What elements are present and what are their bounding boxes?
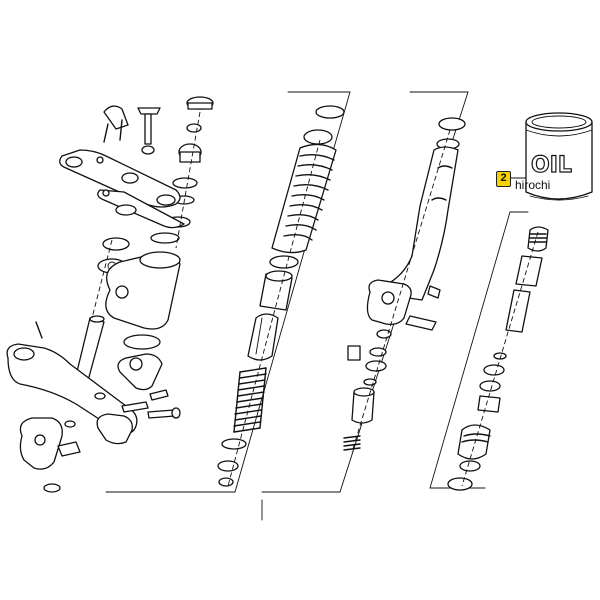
- seal-ring: [123, 334, 161, 350]
- t-bolt-nut: [141, 145, 155, 155]
- bottom-valve: [457, 424, 491, 460]
- lower-triple-clamp: [6, 343, 138, 434]
- callout-number-badge: 2: [496, 171, 511, 187]
- callout-brand-label: hirochi: [515, 178, 551, 192]
- lower-plate: [97, 189, 185, 229]
- plate-washer: [115, 204, 137, 216]
- small-spring: [343, 435, 361, 451]
- rod-nut: [483, 364, 505, 376]
- boot-top-ring: [303, 129, 333, 145]
- bolt-b-head: [171, 407, 181, 419]
- drain-bolt: [347, 345, 361, 361]
- cap-nut-side: [187, 102, 213, 110]
- clamp-hole-left: [65, 156, 83, 168]
- valve-washer: [459, 460, 481, 472]
- upper-triple-clamp: [59, 149, 181, 208]
- lock-bore: [129, 357, 143, 371]
- piston-top: [353, 387, 375, 397]
- bushing-top: [265, 270, 293, 282]
- oring: [369, 347, 387, 357]
- rivet: [96, 156, 104, 164]
- bearing-ring: [172, 177, 198, 189]
- steering-head: [105, 252, 181, 330]
- boot-clamp: [269, 255, 299, 269]
- bearing-cup: [150, 232, 180, 244]
- fork-slider-body: [381, 146, 459, 301]
- oil-can-seam: [525, 129, 593, 137]
- stem-tube-top: [89, 315, 105, 323]
- circlip: [315, 105, 345, 119]
- nut-bottom: [218, 477, 234, 487]
- pin: [35, 321, 43, 339]
- washer: [186, 123, 202, 133]
- axis-line-1: [175, 111, 201, 249]
- washer-bottom: [217, 460, 239, 472]
- piston-cap: [363, 378, 377, 386]
- nut-body: [179, 151, 201, 163]
- rod-thread: [529, 233, 547, 243]
- valve-seal: [447, 477, 473, 491]
- clamp-bolts: [103, 119, 123, 143]
- rod-top: [527, 226, 549, 252]
- lug-tab: [427, 285, 441, 299]
- oil-can: OIL: [525, 112, 593, 201]
- rod-lower: [505, 289, 531, 333]
- fork-pinch: [96, 413, 133, 445]
- clamp-hole-right: [156, 194, 176, 206]
- oil-can-label: OIL: [531, 153, 572, 178]
- axis-line-4: [351, 129, 451, 453]
- t-bolt-shaft: [144, 113, 152, 145]
- t-bolt-head: [137, 107, 161, 115]
- oil-can-base: [529, 195, 589, 201]
- plate-bolt: [102, 189, 110, 197]
- bolt-c: [149, 389, 169, 401]
- damper-tube: [247, 313, 279, 361]
- spring-seat: [221, 438, 247, 450]
- clamp-hole-center: [121, 172, 139, 184]
- head-side-bore: [115, 285, 129, 299]
- rod-sleeve: [477, 395, 501, 413]
- damper-line: [255, 317, 263, 355]
- axis-line-3: [227, 139, 321, 487]
- lower-clamp-hole-left: [13, 347, 35, 361]
- bracket-bolt: [57, 441, 81, 457]
- drain-washer: [376, 329, 392, 339]
- fork-boot-assembly: [217, 105, 345, 487]
- valve-rings: [461, 433, 491, 443]
- steering-lock: [117, 353, 163, 391]
- damper-rod-assembly: [447, 226, 549, 491]
- rod-body: [515, 255, 543, 287]
- slider-rings: [431, 165, 453, 201]
- washer-small-2: [64, 420, 76, 428]
- axle-hole: [381, 291, 395, 305]
- slider-cap: [438, 117, 466, 131]
- oil-can-body: [525, 121, 593, 200]
- rod-nut-2: [479, 380, 501, 392]
- frame-column-2: [105, 91, 351, 493]
- axis-line-5: [461, 231, 539, 487]
- bolt-b: [147, 409, 176, 419]
- fork-slider-assembly: [343, 117, 466, 453]
- steering-stem-assembly: [6, 96, 214, 493]
- head-top-bore: [139, 251, 181, 269]
- axis-line-2: [91, 239, 113, 319]
- bearing-1: [102, 237, 130, 251]
- bolt-a: [121, 401, 149, 413]
- washer-small: [94, 392, 106, 400]
- lug-clamp: [405, 315, 437, 331]
- bracket-hole: [34, 434, 46, 446]
- oil-can-lid-rim: [531, 115, 587, 129]
- bracket-nut: [43, 483, 61, 493]
- oring-2: [365, 360, 387, 372]
